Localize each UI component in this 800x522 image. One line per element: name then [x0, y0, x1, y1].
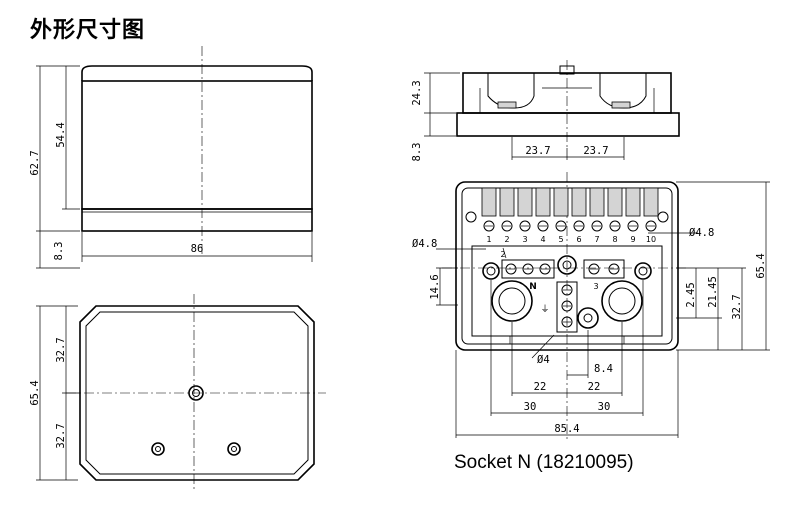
terminal-slot — [625, 187, 641, 217]
dim-socket-hole-left: Ø4.8 — [412, 238, 437, 250]
terminal-label: 4 — [540, 235, 545, 244]
dim-socket-side-right: 23.7 — [583, 145, 608, 157]
earth-symbol: ⏚ — [540, 304, 549, 315]
terminal-label: 6 — [576, 235, 581, 244]
socket-side-view — [424, 60, 680, 160]
dim-side-width: 86 — [191, 243, 204, 255]
terminal-label: 8 — [612, 235, 617, 244]
dim-socket-total-width: 85.4 — [554, 423, 579, 435]
terminal-slot — [643, 187, 659, 217]
dim-socket-total-right: 65.4 — [755, 253, 767, 278]
dim-socket-side-base: 8.3 — [411, 143, 423, 162]
dim-side-total-height: 62.7 — [29, 150, 41, 175]
dim-socket-outer-left: 30 — [524, 401, 537, 413]
terminal-label: 9 — [630, 235, 635, 244]
dim-top-total-height: 65.4 — [29, 380, 41, 405]
terminal-slot — [499, 187, 515, 217]
dim-socket-side-height: 24.3 — [411, 80, 423, 105]
dim-side-base-height: 8.3 — [53, 242, 65, 261]
terminal-slot — [535, 187, 551, 217]
terminal-slot — [571, 187, 587, 217]
terminal-label: 10 — [646, 235, 656, 244]
internal-terminal-label: 3 — [593, 282, 598, 291]
terminal-label: 1 — [486, 235, 491, 244]
dim-top-upper-half: 32.7 — [55, 337, 67, 362]
dim-socket-half-right: 32.7 — [731, 294, 743, 319]
side-view — [36, 46, 313, 269]
terminal-label: 3 — [522, 235, 527, 244]
dim-socket-outer-right: 30 — [598, 401, 611, 413]
internal-terminal-label: 2 — [500, 250, 505, 259]
dim-socket-offset-left: 14.6 — [429, 274, 441, 299]
dim-socket-inner-left: 22 — [534, 381, 547, 393]
neutral-label: N — [529, 282, 537, 292]
terminal-slot — [481, 187, 497, 217]
terminal-label: 7 — [594, 235, 599, 244]
dim-socket-inner-right: 22 — [588, 381, 601, 393]
page-title: 外形尺寸图 — [30, 18, 146, 43]
dim-socket-center-offset: 8.4 — [594, 363, 613, 375]
dim-side-cover-height: 54.4 — [55, 122, 67, 147]
terminal-slot — [607, 187, 623, 217]
socket-caption: Socket N (18210095) — [454, 452, 634, 473]
dim-top-lower-half: 32.7 — [55, 423, 67, 448]
socket-dimension-lines — [436, 181, 770, 438]
internal-terminals — [501, 247, 625, 333]
terminal-slot — [553, 187, 569, 217]
terminal-slot — [589, 187, 605, 217]
terminal-slot — [517, 187, 533, 217]
dim-socket-center-hole: Ø4 — [537, 354, 550, 366]
dim-socket-mid-right: 21.45 — [707, 276, 719, 308]
top-view — [36, 294, 326, 492]
dim-socket-side-left: 23.7 — [525, 145, 550, 157]
terminal-label: 2 — [504, 235, 509, 244]
dim-socket-hole-right: Ø4.8 — [689, 227, 714, 239]
terminal-label: 5 — [558, 235, 563, 244]
dim-socket-offset-right: 2.45 — [685, 282, 697, 307]
terminal-strip — [481, 187, 659, 232]
